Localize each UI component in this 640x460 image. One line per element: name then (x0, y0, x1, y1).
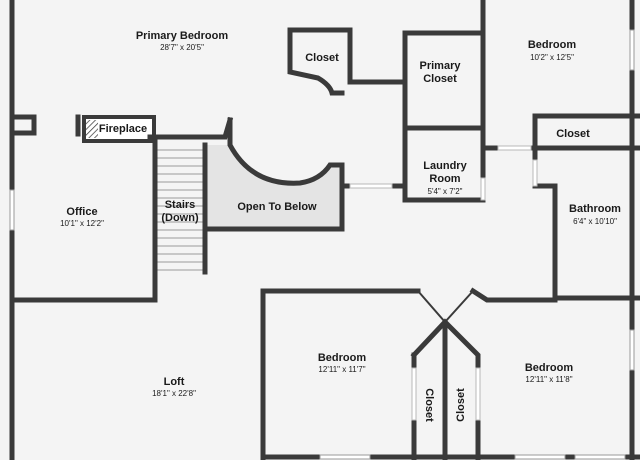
primary-bedroom-label: Primary Bedroom (136, 30, 229, 42)
stairs-treads (157, 149, 204, 271)
open-to-below-area (207, 145, 342, 229)
closet-primary-label: Closet (305, 52, 339, 64)
primary-bedroom-dims: 28'7" x 20'5" (160, 43, 204, 52)
bedroom-top-right-label: Bedroom (528, 39, 577, 51)
bedroom-bottom-center-dims: 12'11" x 11'7" (318, 365, 365, 374)
closet-bottom-right-label: Closet (455, 388, 467, 422)
office-dims: 10'1" x 12'2" (60, 219, 104, 228)
stairs-label-line1: Stairs (165, 199, 196, 211)
stairs-label-line2: (Down) (161, 212, 199, 224)
fireplace (82, 115, 156, 143)
bathroom-dims: 6'4" x 10'10" (573, 217, 617, 226)
bedroom-bottom-right-label: Bedroom (525, 362, 574, 374)
office-label: Office (66, 206, 97, 218)
bedroom-bottom-right-dims: 12'11" x 11'8" (525, 375, 572, 384)
laundry-label-line2: Room (429, 173, 460, 185)
closet-top-right-label: Closet (556, 128, 590, 140)
laundry-dims: 5'4" x 7'2" (428, 187, 463, 196)
laundry-label-line1: Laundry (423, 160, 467, 172)
closet-bottom-left-label: Closet (423, 388, 435, 422)
fireplace-label: Fireplace (99, 123, 147, 135)
windows (9, 29, 635, 460)
loft-dims: 18'1" x 22'8" (152, 389, 196, 398)
walls (9, 0, 640, 460)
primary-closet-label-line1: Primary (420, 60, 462, 72)
bedroom-top-right-dims: 10'2" x 12'5" (530, 53, 574, 62)
primary-closet-label-line2: Closet (423, 73, 457, 85)
loft-label: Loft (164, 376, 185, 388)
open-to-below-label: Open To Below (237, 201, 317, 213)
bathroom-label: Bathroom (569, 203, 621, 215)
bedroom-bottom-center-label: Bedroom (318, 352, 367, 364)
